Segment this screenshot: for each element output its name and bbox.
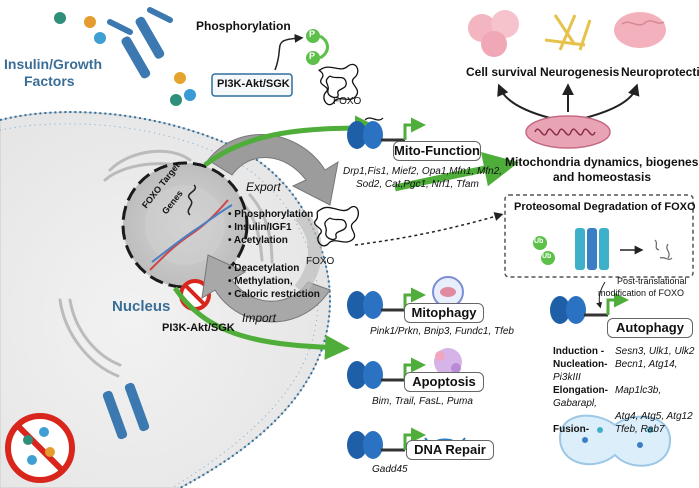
autophagy-step-row: Elongation-Map1lc3b, Gabarapl, (553, 385, 662, 409)
factors-label: Factors (24, 73, 75, 89)
neuroprotection-icon (614, 12, 666, 48)
mitochondrion-icon (525, 115, 611, 149)
pi3k-top-label: PI3K-Akt/SGK (217, 78, 290, 90)
mito-function-label: Mito-Function (393, 141, 481, 161)
arrow-to-apoptosis (172, 286, 350, 360)
ub-icon-1 (533, 236, 547, 250)
proteasome-icon (575, 228, 609, 270)
mod-export-3: • Acetylation (228, 235, 288, 246)
autophagy-step-row: Fusion-Tfeb, Rab7 (553, 424, 665, 435)
ptm-line2: modification of FOXO (598, 288, 685, 298)
mod-export-1: • Phosphorylation (228, 209, 314, 220)
foxo-protein-icon-center (314, 205, 360, 247)
arrow-to-proteasome (354, 212, 504, 246)
mitophagy-label: Mitophagy (404, 303, 484, 323)
dna-repair-genes: Gadd45 (372, 464, 408, 475)
mito-dynamics-line2: and homeostasis (553, 170, 652, 184)
mod-import-3: • Caloric restriction (228, 289, 320, 300)
autophagy-steps: Induction -Sesn3, Ulk1, Ulk2 Nucleation-… (553, 345, 699, 436)
gene-cassette-dna-repair (347, 427, 426, 459)
apoptosis-label: Apoptosis (404, 372, 484, 392)
dna-repair-label: DNA Repair (406, 440, 494, 460)
apoptosis-icon (434, 348, 462, 376)
arrow-to-mito-dynamics (394, 151, 519, 192)
phospho-p1: P (309, 29, 316, 39)
export-modifications-list: • Phosphorylation • Insulin/IGF1 • Acety… (228, 208, 313, 247)
mod-import-1: • Deacetylation (228, 263, 300, 274)
mito-genes-line2: Sod2, Cat,Pgc1, Nrf1, Tfam (356, 179, 479, 190)
import-label: Import (242, 311, 277, 325)
export-label: Export (246, 180, 281, 194)
mito-dynamics-line1: Mitochondria dynamics, biogenesis (505, 155, 699, 169)
nucleus-label: Nucleus (112, 298, 171, 315)
gene-cassette-mito (347, 117, 426, 149)
arrow-to-neuroprotection (584, 83, 640, 119)
pi3k-blocked-label: PI3K-Akt/SGK (162, 322, 235, 334)
phospho-icon-2 (306, 51, 320, 65)
import-arrow (201, 254, 331, 323)
export-arrow (207, 134, 339, 206)
pi3k-box-top (211, 73, 293, 97)
proteasomal-label: Proteosomal Degradation of FOXO (514, 201, 696, 213)
neurogenesis-label: Neurogenesis (540, 65, 620, 79)
degraded-peptides-icon (654, 239, 673, 261)
neuroprotection-label: Neuroprotection (621, 65, 699, 79)
dna-strand-icon (149, 199, 229, 271)
no-ligand-icon (5, 413, 75, 483)
mod-export-2: • Insulin/IGF1 (228, 222, 292, 233)
ub-icon-2 (541, 251, 555, 265)
ub-label-1: Ub (534, 238, 544, 245)
cell-survival-icon (468, 10, 519, 57)
blocked-receptor-icon (102, 382, 150, 440)
arrow-to-cell-survival (497, 83, 551, 119)
mito-genes-line1: Drp1,Fis1, Mief2, Opa1,Mfn1, Mfn2, (343, 166, 502, 177)
gene-cassette-autophagy (550, 292, 629, 324)
gene-cassette-mitophagy (347, 287, 426, 319)
insulin-receptor-icon (107, 7, 173, 79)
mod-import-2: • Methylation, (228, 276, 293, 287)
ptm-line1: Post-translational (617, 276, 687, 286)
phospho-icon-1 (306, 29, 320, 43)
ub-label-2: Ub (542, 253, 552, 260)
phosphorylation-label: Phosphorylation (196, 19, 291, 33)
insulin-label: Insulin/Growth (4, 56, 102, 72)
autophagy-label: Autophagy (607, 318, 693, 338)
mitophagy-genes: Pink1/Prkn, Bnip3, Fundc1, Tfeb (370, 326, 514, 337)
autophagy-step-row: Induction -Sesn3, Ulk1, Ulk2 (553, 346, 695, 357)
import-modifications-list: • Deacetylation • Methylation, • Caloric… (228, 262, 320, 301)
growth-factor-icons (54, 12, 196, 106)
autophagy-step-row: Nucleation-Becn1, Atg14, Pi3kIII (553, 359, 678, 383)
apoptosis-genes: Bim, Trail, FasL, Puma (372, 396, 473, 407)
foxo-top-label: FOXO (333, 96, 362, 107)
cell-survival-label: Cell survival (466, 65, 537, 79)
neurogenesis-icon (544, 14, 592, 51)
foxo-center-label: FOXO (306, 256, 335, 267)
phospho-p2: P (309, 51, 316, 61)
autolysosome-icon (558, 414, 672, 467)
autophagy-step-row: Atg4, Atg5, Atg12 (615, 411, 693, 422)
foxo-protein-icon-top (318, 63, 359, 106)
